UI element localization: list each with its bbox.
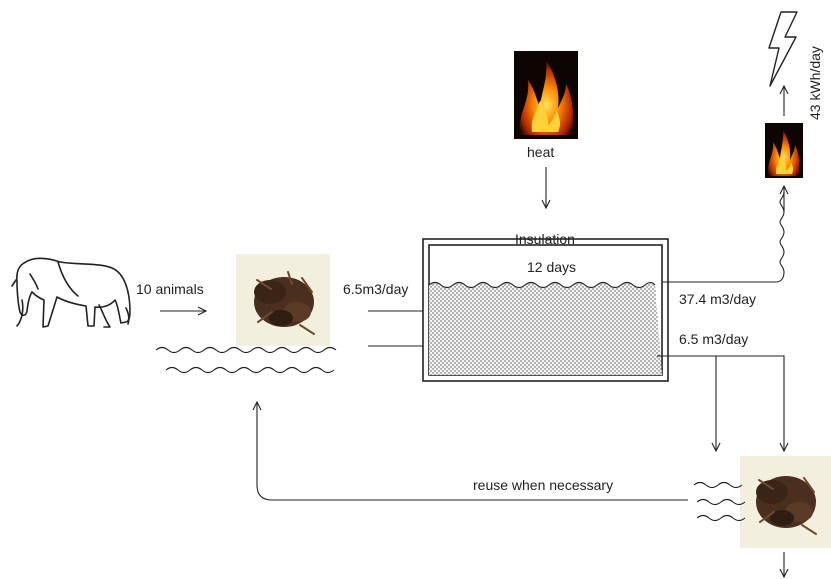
generator-fire-icon — [765, 123, 803, 178]
reuse-arrow — [257, 402, 688, 501]
digester-tank — [422, 238, 669, 382]
digestate-manure-icon — [740, 456, 831, 548]
lightning-icon — [768, 11, 798, 87]
inflow-label: 6.5m3/day — [343, 281, 408, 297]
fire-icon — [514, 51, 578, 139]
cow-icon — [11, 257, 131, 328]
insulation-label: Insulation — [515, 231, 575, 247]
manure-icon — [236, 254, 330, 346]
gas-output-label: 37.4 m3/day — [679, 291, 756, 307]
electricity-label: 43 kWh/day — [807, 46, 823, 120]
digestate-waves — [693, 481, 746, 522]
slurry-waves — [155, 346, 337, 374]
gas-output-line — [662, 186, 784, 283]
reuse-label: reuse when necessary — [473, 477, 613, 493]
slurry-output-lines — [657, 355, 784, 451]
animals-label: 10 animals — [136, 281, 204, 297]
heat-label: heat — [527, 144, 554, 160]
retention-label: 12 days — [527, 259, 576, 275]
slurry-output-label: 6.5 m3/day — [679, 331, 748, 347]
